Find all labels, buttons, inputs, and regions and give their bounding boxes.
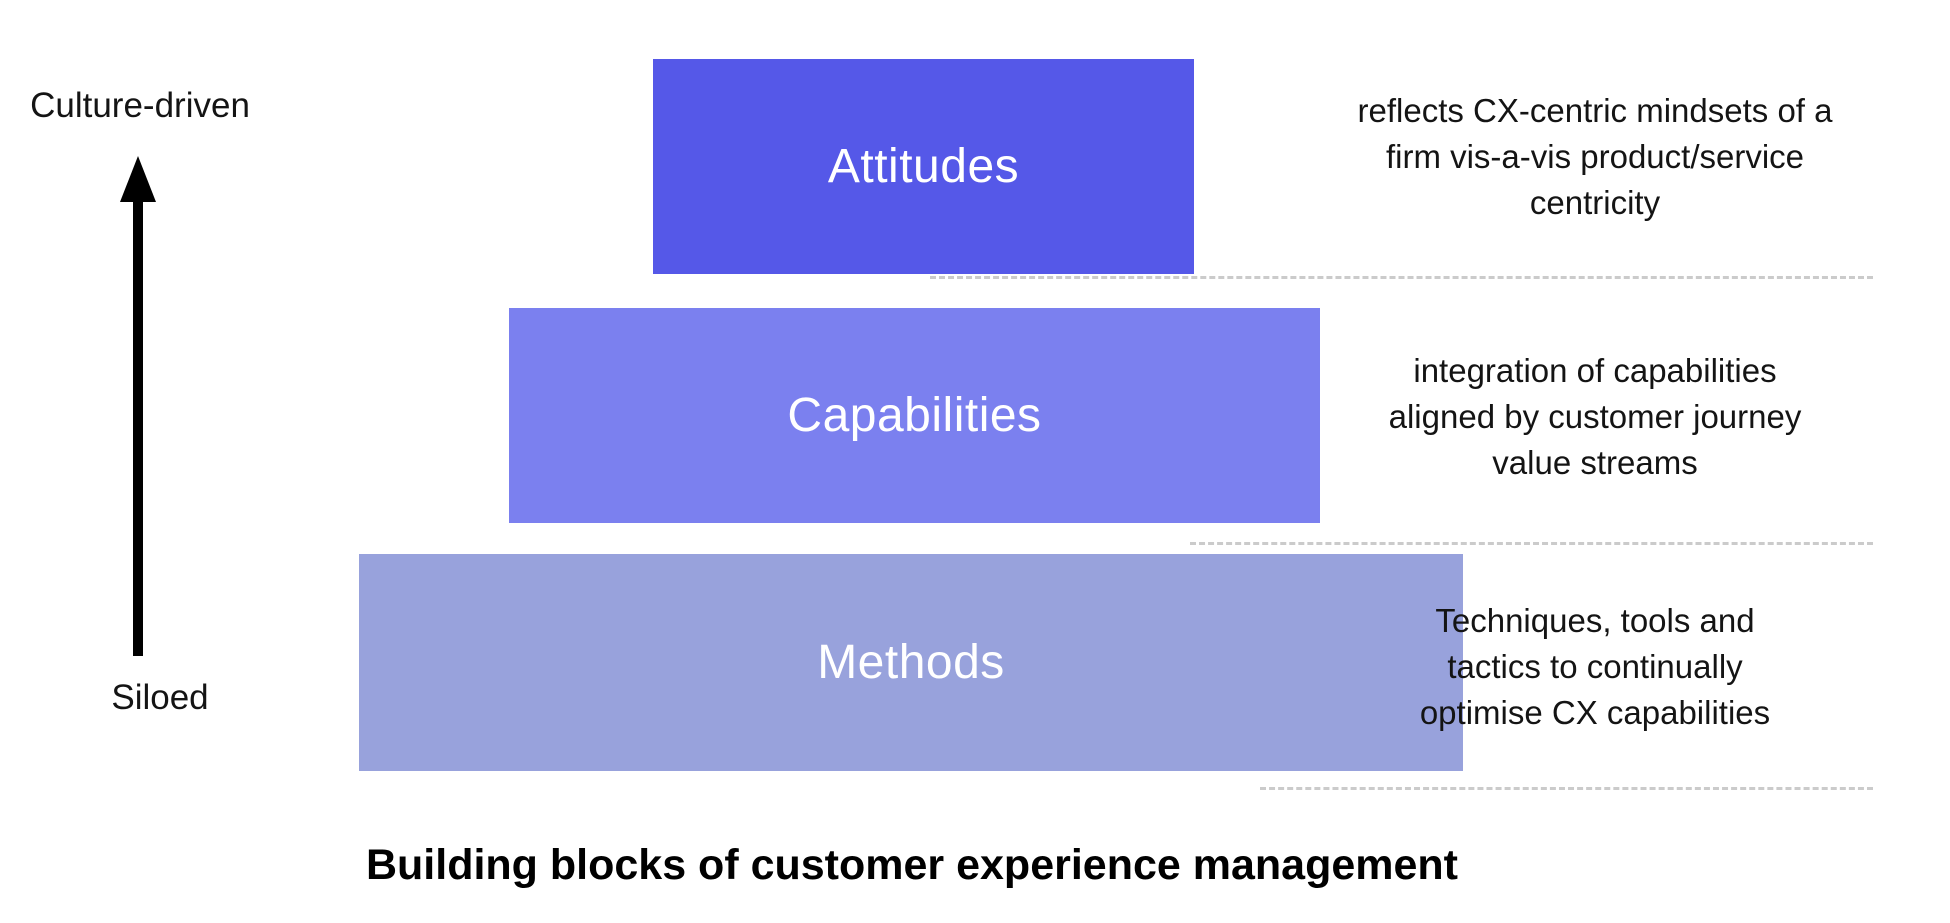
block-methods-description: Techniques, tools and tactics to continu… bbox=[1419, 602, 1771, 731]
block-attitudes-label: Attitudes bbox=[827, 140, 1020, 193]
row-separator-capabilities bbox=[1190, 542, 1873, 545]
row-separator-methods bbox=[1260, 787, 1873, 790]
axis-top-label: Culture-driven bbox=[30, 86, 250, 125]
block-methods-label: Methods bbox=[817, 636, 1005, 689]
up-arrow-shaft bbox=[133, 194, 143, 656]
block-capabilities-description: integration of capabilities aligned by c… bbox=[1388, 352, 1802, 481]
block-attitudes: Attitudes bbox=[653, 59, 1194, 274]
up-arrow-icon bbox=[120, 156, 156, 656]
diagram-title: Building blocks of customer experience m… bbox=[365, 841, 1458, 889]
axis-bottom-label: Siloed bbox=[111, 678, 209, 717]
block-methods: Methods bbox=[359, 554, 1463, 771]
block-capabilities-label: Capabilities bbox=[787, 389, 1042, 442]
row-separator-attitudes bbox=[930, 276, 1873, 279]
block-attitudes-description: reflects CX-centric mindsets of a firm v… bbox=[1357, 92, 1833, 221]
block-capabilities: Capabilities bbox=[509, 308, 1320, 523]
up-arrow-head bbox=[120, 156, 156, 202]
